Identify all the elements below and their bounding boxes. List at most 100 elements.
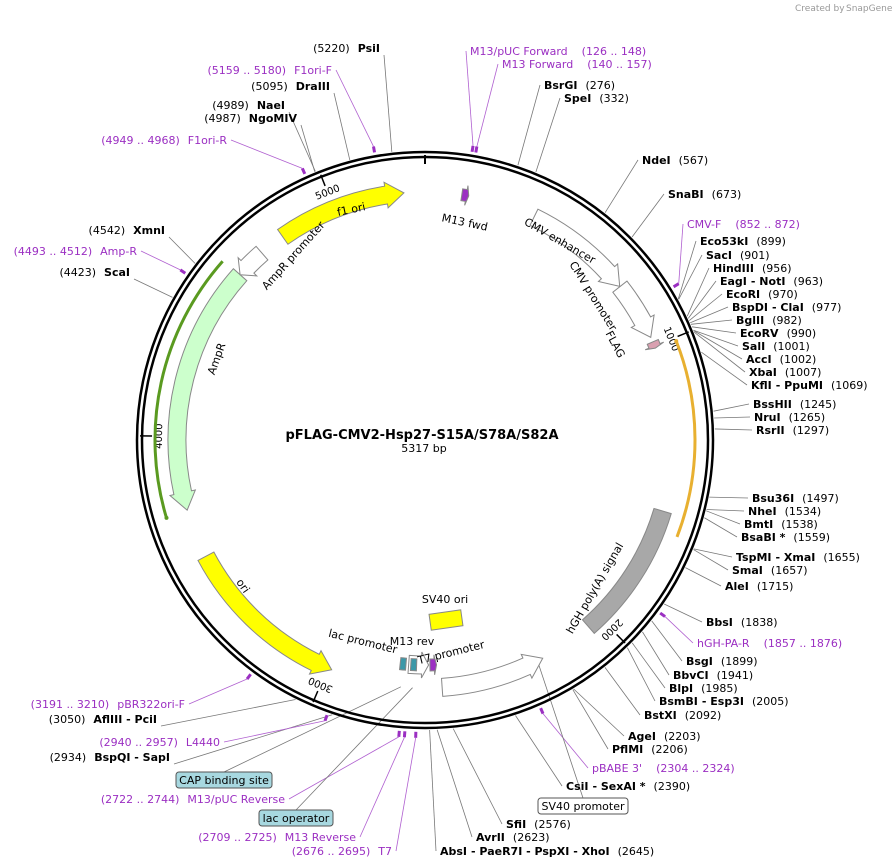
enzyme-site-bspdi[interactable]: BspDI- ClaI(977)	[732, 301, 841, 314]
enzyme-site-avrii[interactable]: AvrII(2623)	[476, 831, 549, 844]
feature-cap-binding-site[interactable]	[398, 657, 408, 671]
enzyme-site-agei[interactable]: AgeI(2203)	[628, 730, 701, 743]
enzyme-site-bsu36i[interactable]: Bsu36I(1497)	[752, 492, 839, 505]
enzyme-site-snabi[interactable]: SnaBI(673)	[668, 188, 741, 201]
orf-arrow	[164, 515, 169, 520]
enzyme-label: Bsu36I(1497)	[752, 492, 839, 505]
primer-hgh-pa-r[interactable]: hGH-PA-R(1857 .. 1876)	[697, 637, 842, 650]
feature-f1-ori[interactable]	[276, 181, 405, 245]
enzyme-name: HindIII	[713, 262, 754, 275]
enzyme-site-bstxi[interactable]: BstXI(2092)	[644, 709, 721, 722]
primer-l4440[interactable]: (2940 .. 2957)L4440	[99, 736, 220, 749]
callout-sv40-promoter[interactable]: SV40 promoter	[537, 797, 629, 815]
enzyme-site-pflmi[interactable]: PflMI(2206)	[612, 743, 688, 756]
feature-ori[interactable]	[197, 551, 333, 675]
enzyme-site-bspqi-sapi[interactable]: (2934)BspQI - SapI	[50, 751, 170, 764]
enzyme-site-xbai[interactable]: XbaI(1007)	[749, 366, 821, 379]
enzyme-label: SalI(1001)	[742, 340, 810, 353]
enzyme-site-smai[interactable]: SmaI(1657)	[732, 564, 807, 577]
enzyme-position: (1497)	[802, 492, 839, 505]
enzyme-site-sfii[interactable]: SfiI(2576)	[506, 818, 571, 831]
primer-label: pBABE 3'(2304 .. 2324)	[592, 762, 735, 775]
enzyme-site-psii[interactable]: (5220)PsiI	[313, 42, 380, 55]
enzyme-label: BspDI- ClaI(977)	[732, 301, 841, 314]
enzyme-site-bbvci[interactable]: BbvCI(1941)	[673, 669, 753, 682]
enzyme-name: BsmBI	[659, 695, 698, 708]
feature-m13-rev[interactable]	[429, 654, 438, 675]
enzyme-position: (1538)	[781, 518, 818, 531]
enzyme-position: (567)	[679, 154, 709, 167]
enzyme-site-ngomiv[interactable]: (4987)NgoMIV	[204, 112, 297, 125]
enzyme-site-bsgi[interactable]: BsgI(1899)	[686, 655, 757, 668]
primer-f1ori-r[interactable]: (4949 .. 4968)F1ori-R	[101, 134, 227, 147]
primer-range: (2304 .. 2324)	[656, 762, 735, 775]
callout-cap-binding-site[interactable]: CAP binding site	[175, 771, 273, 789]
enzyme-site-scai[interactable]: (4423)ScaI	[59, 266, 130, 279]
enzyme-site-csii[interactable]: CsiI- SexAI *(2390)	[566, 780, 690, 793]
enzyme-site-rsrii[interactable]: RsrII(1297)	[756, 424, 829, 437]
enzyme-site-draiii[interactable]: (5095)DraIII	[251, 80, 330, 93]
enzyme-site-xmni[interactable]: (4542)XmnI	[89, 224, 165, 237]
enzyme-position: (276)	[585, 79, 615, 92]
enzyme-site-absi[interactable]: AbsI- PaeR7I - PspXI - XhoI(2645)	[440, 845, 654, 858]
primer-pbabe-3[interactable]: pBABE 3'(2304 .. 2324)	[592, 762, 735, 775]
primer-m13-puc-forward[interactable]: M13/pUC Forward(126 .. 148)	[470, 45, 646, 58]
enzyme-site-acci[interactable]: AccI(1002)	[746, 353, 816, 366]
primer-amp-r[interactable]: (4493 .. 4512)Amp-R	[14, 245, 138, 258]
enzyme-site-bmti[interactable]: BmtI(1538)	[744, 518, 818, 531]
enzyme-site-tspmi[interactable]: TspMI- XmaI(1655)	[736, 551, 860, 564]
enzyme-position: (901)	[740, 249, 770, 262]
enzyme-label: SnaBI(673)	[668, 188, 741, 201]
enzyme-isoschizomers: - PpuMI	[776, 379, 823, 392]
enzyme-site-eagi[interactable]: EagI- NotI(963)	[720, 275, 823, 288]
enzyme-leader	[706, 509, 745, 512]
enzyme-leader	[160, 699, 296, 727]
feature-sv40-ori[interactable]	[428, 609, 464, 631]
enzyme-site-afliii-pcii[interactable]: (3050)AflIII - PciI	[49, 713, 157, 726]
enzyme-site-kfli[interactable]: KflI- PpuMI(1069)	[751, 379, 868, 392]
primer-m13-forward[interactable]: M13 Forward(140 .. 157)	[502, 58, 652, 71]
enzyme-site-ecori[interactable]: EcoRI(970)	[726, 288, 798, 301]
enzyme-site-saci[interactable]: SacI(901)	[706, 249, 770, 262]
callout-lac-operator[interactable]: lac operator	[258, 809, 334, 827]
enzyme-site-bsrgi[interactable]: BsrGI(276)	[544, 79, 615, 92]
primer-t7[interactable]: (2676 .. 2695)T7	[292, 845, 392, 858]
enzyme-site-bsshii[interactable]: BssHII(1245)	[753, 398, 836, 411]
primer-m13-reverse[interactable]: (2709 .. 2725)M13 Reverse	[198, 831, 356, 844]
enzyme-site-nhei[interactable]: NheI(1534)	[748, 505, 821, 518]
feature-flag[interactable]	[645, 338, 665, 351]
enzyme-label: EcoRI(970)	[726, 288, 798, 301]
enzyme-site-naei[interactable]: (4989)NaeI	[212, 99, 285, 112]
enzyme-site-spei[interactable]: SpeI(332)	[564, 92, 629, 105]
enzyme-site-bbsi[interactable]: BbsI(1838)	[706, 616, 777, 629]
enzyme-position: (977)	[812, 301, 842, 314]
enzyme-site-bglii[interactable]: BglII(982)	[736, 314, 802, 327]
feature-m13-fwd[interactable]	[460, 185, 470, 206]
enzyme-site-alei[interactable]: AleI(1715)	[725, 580, 793, 593]
enzyme-label: BsgI(1899)	[686, 655, 757, 668]
enzyme-site-eco53ki[interactable]: Eco53kI(899)	[700, 235, 786, 248]
feature-cmv-promoter[interactable]	[612, 280, 655, 339]
feature-ampr-promoter[interactable]	[237, 245, 269, 277]
primer-cmv-f[interactable]: CMV-F(852 .. 872)	[687, 218, 800, 231]
primer-pbr322ori-f[interactable]: (3191 .. 3210)pBR322ori-F	[31, 698, 185, 711]
enzyme-site-bsmbi[interactable]: BsmBI- Esp3I(2005)	[659, 695, 789, 708]
enzyme-site-hindiii[interactable]: HindIII(956)	[713, 262, 792, 275]
enzyme-position: (4542)	[89, 224, 126, 237]
primer-m13-puc-reverse[interactable]: (2722 .. 2744)M13/pUC Reverse	[101, 793, 285, 806]
primer-f1ori-f[interactable]: (5159 .. 5180)F1ori-F	[208, 64, 333, 77]
primer-range: (2709 .. 2725)	[198, 831, 277, 844]
feature-t7-promoter[interactable]	[440, 653, 544, 697]
enzyme-leader	[515, 715, 563, 787]
feature-lac-operator[interactable]	[409, 658, 418, 672]
enzyme-site-blpi[interactable]: BlpI(1985)	[669, 682, 738, 695]
enzyme-position: (5220)	[313, 42, 350, 55]
feature-hgh-poly-a-signal[interactable]	[581, 507, 672, 635]
enzyme-position: (2934)	[50, 751, 87, 764]
enzyme-site-ecorv[interactable]: EcoRV(990)	[740, 327, 816, 340]
enzyme-site-ndei[interactable]: NdeI(567)	[642, 154, 708, 167]
enzyme-site-bsabi[interactable]: BsaBI *(1559)	[741, 531, 830, 544]
enzyme-site-sali[interactable]: SalI(1001)	[742, 340, 810, 353]
enzyme-site-nrui[interactable]: NruI(1265)	[754, 411, 825, 424]
feature-ampr[interactable]	[167, 268, 248, 511]
